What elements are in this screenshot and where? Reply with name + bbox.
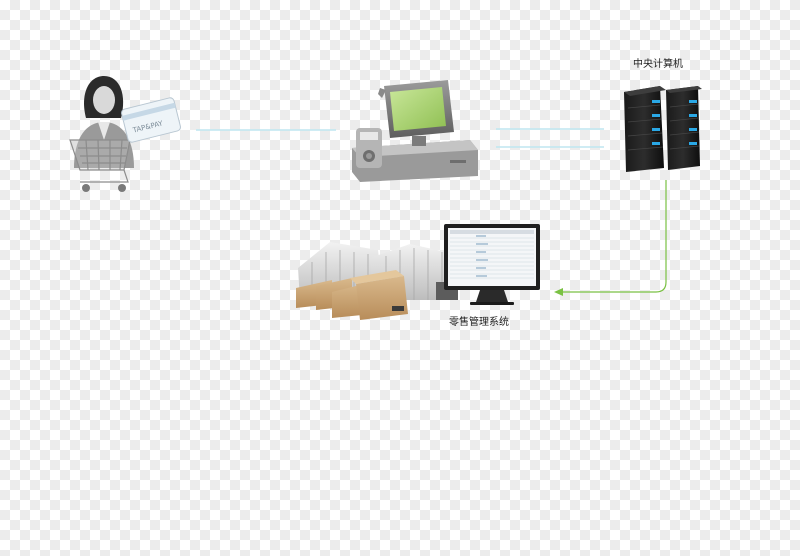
central-server-label: 中央计算机 [633, 59, 683, 70]
server-rack-icon [624, 86, 702, 172]
warehouse-icon [296, 242, 458, 320]
retail-management-system-label: 零售管理系统 [449, 317, 509, 328]
arrow-head [554, 288, 563, 296]
customer-icon: TAP&PAY [69, 76, 181, 192]
payment-card-icon: TAP&PAY [121, 97, 181, 143]
card-reader-icon [356, 128, 382, 168]
pos-terminal-icon [352, 80, 478, 182]
data-table-graphic [450, 230, 534, 279]
return-arrow [562, 180, 667, 293]
management-monitor-icon [444, 224, 540, 305]
cargo-boxes-icon [296, 270, 408, 320]
shopping-cart-icon [69, 139, 131, 183]
